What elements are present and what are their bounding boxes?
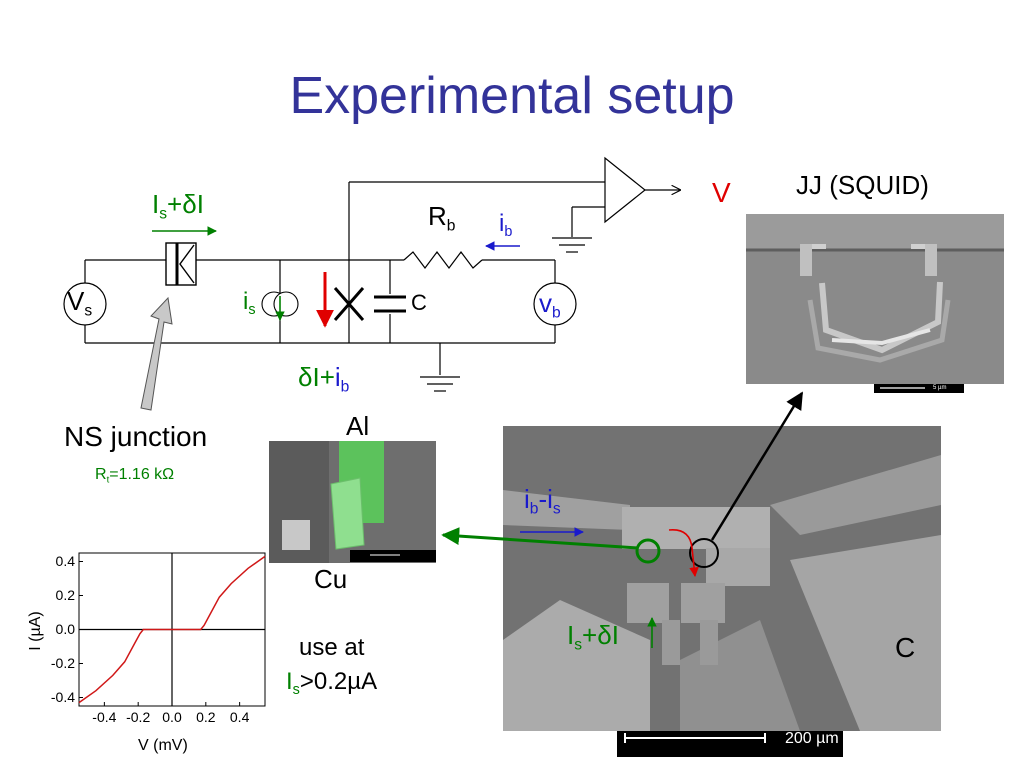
label-vb: vb <box>539 288 561 322</box>
chart-x-tick-label: 0.4 <box>229 709 250 725</box>
sem-ib-minus-is: ib-is <box>524 484 561 518</box>
jj-scale-label: 5 µm <box>933 385 947 391</box>
use-at-label: use at <box>299 634 365 661</box>
jj-squid-label: JJ (SQUID) <box>796 170 929 200</box>
resistor-rb <box>403 251 483 269</box>
chart-x-tick-label: -0.2 <box>126 709 151 725</box>
source-vs-circle <box>63 282 107 326</box>
chart-y-tick-label: 0.4 <box>55 552 75 569</box>
chart-y-tick-label: 0.0 <box>55 620 75 637</box>
jj-sem-photo <box>746 214 1004 393</box>
chart-x-tick-label: -0.4 <box>92 709 117 725</box>
ns-junction-label: NS junction <box>64 421 208 452</box>
label-is-plus-di: Is+δI <box>152 189 204 223</box>
label-ib: ib <box>499 210 513 241</box>
sem-c-label: C <box>895 632 916 663</box>
chart-y-tick-label: -0.4 <box>50 688 75 705</box>
label-vs: Vs <box>67 286 93 320</box>
label-is: is <box>243 288 256 319</box>
label-di-plus-ib: δI+ib <box>298 362 350 396</box>
chart-y-axis-label: I (µA) <box>27 611 44 651</box>
sem-scale-label: 200 µm <box>785 730 839 747</box>
ground-symbols <box>420 237 592 392</box>
josephson-junction <box>333 287 365 321</box>
sem-is-plus-di: Is+δI <box>567 620 619 654</box>
amplifier-triangle <box>604 156 646 224</box>
page-title: Experimental setup <box>289 67 735 125</box>
label-output-v: V <box>712 177 731 208</box>
chart-x-tick-label: 0.0 <box>162 709 182 725</box>
label-rb: Rb <box>428 201 456 235</box>
chart-y-tick-label: 0.2 <box>55 586 75 603</box>
cu-label: Cu <box>314 564 348 594</box>
iv-chart <box>78 552 266 707</box>
use-at-condition: Is>0.2µA <box>286 668 378 699</box>
ns-pointer-arrow <box>140 296 173 411</box>
source-vb-circle <box>533 282 577 326</box>
al-label: Al <box>346 411 370 441</box>
chart-y-tick-label: -0.2 <box>50 654 75 671</box>
circuit-wires <box>84 181 680 375</box>
chart-series-line <box>78 555 266 704</box>
capacitor <box>374 295 406 313</box>
chart-x-tick-label: 0.2 <box>196 709 216 725</box>
ns-sem-photo <box>269 441 436 563</box>
rt-value-label: Rt=1.16 kΩ <box>95 466 175 486</box>
source-is-circle-right <box>273 291 299 317</box>
label-capacitor-c: C <box>411 290 427 315</box>
device-sem-photo <box>503 426 941 757</box>
chart-x-axis-label: V (mV) <box>138 737 188 754</box>
